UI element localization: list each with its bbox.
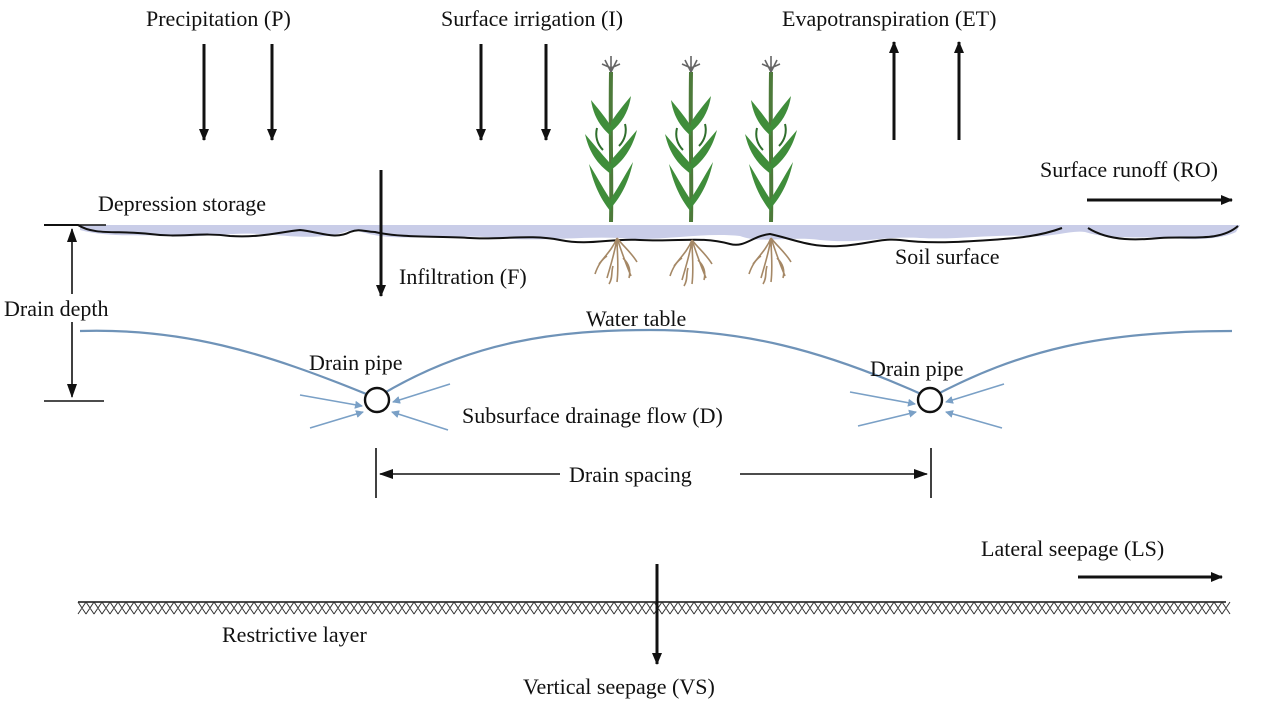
surface-runoff-label: Surface runoff (RO): [1040, 157, 1218, 182]
soil-surface-line: [44, 224, 1239, 248]
surface-irrigation-label: Surface irrigation (I): [441, 6, 623, 31]
drain-pipe-icon: [363, 386, 391, 414]
evapotranspiration-label: Evapotranspiration (ET): [782, 6, 996, 31]
drain-pipe-right-label: Drain pipe: [870, 356, 963, 381]
restrictive-layer-label: Restrictive layer: [222, 622, 367, 647]
drain-spacing-label: Drain spacing: [569, 462, 692, 487]
depression-storage-label: Depression storage: [98, 191, 266, 216]
water-table-label: Water table: [586, 306, 686, 331]
lateral-seepage-label: Lateral seepage (LS): [981, 536, 1164, 561]
corn-roots-icon: [669, 239, 713, 287]
water-table-line: [79, 328, 1233, 400]
infiltration-label: Infiltration (F): [399, 264, 527, 289]
drain-flow-arrows-left: [299, 383, 451, 431]
depression-water-fill: [80, 225, 1240, 242]
restrictive-layer-band: [77, 601, 1231, 615]
drain-flow-arrows-right: [849, 383, 1005, 429]
precipitation-label: Precipitation (P): [146, 6, 291, 31]
subsurface-drainage-label: Subsurface drainage flow (D): [462, 403, 723, 428]
corn-plant-icon: [583, 54, 639, 224]
corn-plant-icon: [663, 54, 719, 224]
corn-roots-icon: [594, 237, 638, 285]
drain-pipe-icon: [916, 386, 944, 414]
corn-roots-icon: [748, 237, 792, 285]
vertical-seepage-label: Vertical seepage (VS): [523, 674, 715, 699]
corn-plant-icon: [743, 54, 799, 224]
drain-pipe-left-label: Drain pipe: [309, 350, 402, 375]
drain-depth-label: Drain depth: [4, 296, 108, 321]
soil-surface-label: Soil surface: [895, 244, 999, 269]
